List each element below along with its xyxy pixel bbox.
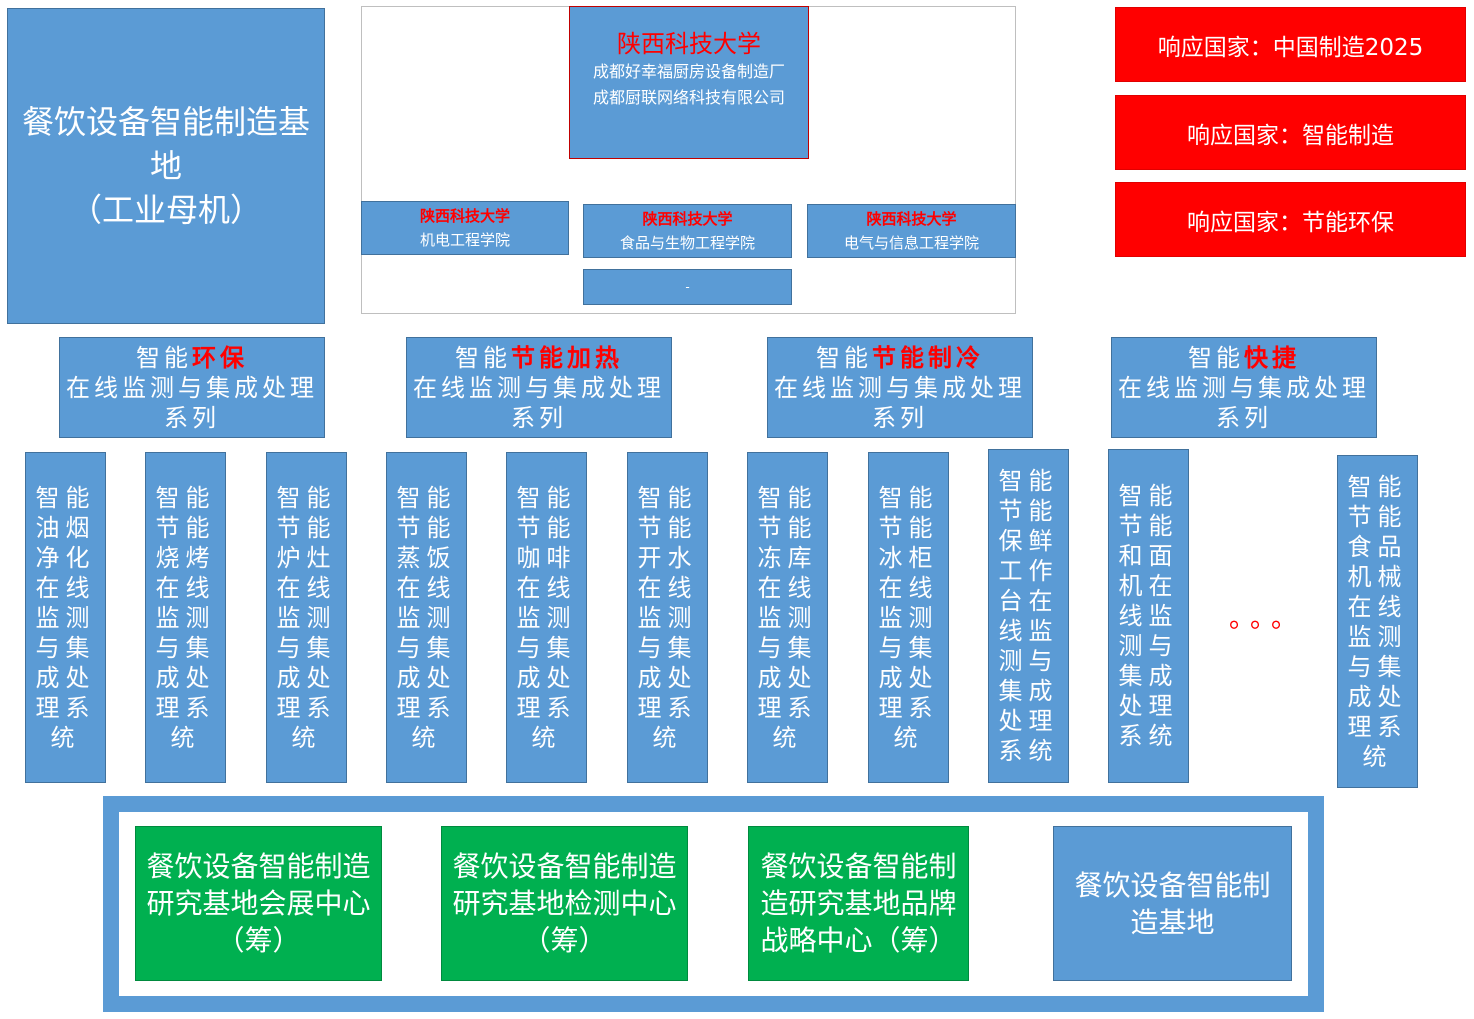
college-name: 电气与信息工程学院 bbox=[843, 234, 979, 252]
system-box: 智能节能开水在线监测与集成处理系统 bbox=[627, 452, 708, 783]
college-university-label: 陕西科技大学 bbox=[866, 210, 957, 228]
base-label: 餐饮设备智能制造研究基地会展中心（筹） bbox=[146, 850, 371, 957]
series-cooling: 智能节能制冷 在线监测与集成处理系列 bbox=[767, 337, 1033, 438]
system-label: 智能节能开水在线监测与集成处理系统 bbox=[637, 483, 698, 752]
ellipsis-more: 。。。 bbox=[1222, 596, 1312, 636]
partner-1: 成都好幸福厨房设备制造厂 bbox=[592, 62, 785, 81]
series-environmental: 智能环保 在线监测与集成处理系列 bbox=[59, 337, 325, 438]
partner-2: 成都厨联网络科技有限公司 bbox=[592, 88, 785, 107]
base-label: 餐饮设备智能制造研究基地品牌战略中心（筹） bbox=[760, 850, 957, 957]
college-mechanical: 陕西科技大学 机电工程学院 bbox=[361, 201, 569, 255]
series-prefix: 智能 bbox=[1188, 343, 1244, 372]
response-label: 响应国家：节能环保 bbox=[1187, 209, 1394, 236]
college-name: 食品与生物工程学院 bbox=[619, 234, 755, 252]
base-testing-center: 餐饮设备智能制造研究基地检测中心（筹） bbox=[441, 826, 688, 981]
series-highlight: 环保 bbox=[192, 343, 248, 372]
response-label: 响应国家：中国制造2025 bbox=[1157, 34, 1424, 61]
response-made-in-china-2025: 响应国家：中国制造2025 bbox=[1115, 7, 1466, 82]
system-label: 智能节能冻库在线监测与集成处理系统 bbox=[757, 483, 818, 752]
system-label: 智能节能咖啡在线监测与集成处理系统 bbox=[516, 483, 577, 752]
series-prefix: 智能 bbox=[816, 343, 872, 372]
college-university-label: 陕西科技大学 bbox=[642, 210, 733, 228]
series-highlight: 快捷 bbox=[1244, 343, 1300, 372]
university-name: 陕西科技大学 bbox=[617, 30, 761, 58]
system-box: 智能节能保鲜工作台在线监测与集成处理系统 bbox=[988, 449, 1069, 783]
college-extra-box: - bbox=[583, 269, 792, 305]
college-electrical: 陕西科技大学 电气与信息工程学院 bbox=[807, 204, 1016, 258]
system-box: 智能节能食品机械在线监测与集成处理系统 bbox=[1337, 455, 1418, 788]
system-label: 智能节能炉灶在线监测与集成处理系统 bbox=[276, 483, 337, 752]
system-box: 智能油烟净化在线监测与集成处理系统 bbox=[25, 452, 106, 783]
system-label: 智能油烟净化在线监测与集成处理系统 bbox=[35, 483, 96, 752]
series-rest: 在线监测与集成处理系列 bbox=[1118, 373, 1370, 432]
system-box: 智能节能冻库在线监测与集成处理系统 bbox=[747, 452, 828, 783]
system-box: 智能节能和面机在线监测与集成处理系统 bbox=[1108, 449, 1189, 783]
system-label: 智能节能和面机在线监测与集成处理系统 bbox=[1118, 482, 1179, 750]
college-name: 机电工程学院 bbox=[419, 231, 510, 249]
series-highlight: 节能制冷 bbox=[872, 343, 984, 372]
response-label: 响应国家：智能制造 bbox=[1187, 122, 1394, 149]
response-smart-manufacturing: 响应国家：智能制造 bbox=[1115, 95, 1466, 170]
main-title-line2: （工业母机） bbox=[69, 191, 262, 229]
base-exhibition-center: 餐饮设备智能制造研究基地会展中心（筹） bbox=[135, 826, 382, 981]
main-title-box: 餐饮设备智能制造基地 （工业母机） bbox=[7, 8, 325, 324]
system-box: 智能节能蒸饭在线监测与集成处理系统 bbox=[386, 452, 467, 783]
system-label: 智能节能烧烤在线监测与集成处理系统 bbox=[155, 483, 216, 752]
system-box: 智能节能炉灶在线监测与集成处理系统 bbox=[266, 452, 347, 783]
college-food-bio: 陕西科技大学 食品与生物工程学院 bbox=[583, 204, 792, 258]
base-brand-strategy-center: 餐饮设备智能制造研究基地品牌战略中心（筹） bbox=[748, 826, 969, 981]
base-label: 餐饮设备智能制造研究基地检测中心（筹） bbox=[452, 850, 677, 957]
system-box: 智能节能烧烤在线监测与集成处理系统 bbox=[145, 452, 226, 783]
system-label: 智能节能食品机械在线监测与集成处理系统 bbox=[1347, 472, 1408, 771]
system-label: 智能节能蒸饭在线监测与集成处理系统 bbox=[396, 483, 457, 752]
series-highlight: 节能加热 bbox=[511, 343, 623, 372]
system-label: 智能节能冰柜在线监测与集成处理系统 bbox=[878, 483, 939, 752]
series-rest: 在线监测与集成处理系列 bbox=[66, 373, 318, 432]
series-rest: 在线监测与集成处理系列 bbox=[413, 373, 665, 432]
series-prefix: 智能 bbox=[136, 343, 192, 372]
base-label: 餐饮设备智能制造基地 bbox=[1074, 868, 1271, 939]
series-rest: 在线监测与集成处理系列 bbox=[774, 373, 1026, 432]
main-title-line1: 餐饮设备智能制造基地 bbox=[21, 103, 310, 185]
university-main-box: 陕西科技大学 成都好幸福厨房设备制造厂 成都厨联网络科技有限公司 bbox=[569, 6, 809, 159]
ellipsis-label: 。。。 bbox=[1228, 603, 1305, 634]
system-box: 智能节能咖啡在线监测与集成处理系统 bbox=[506, 452, 587, 783]
system-label: 智能节能保鲜工作台在线监测与集成处理系统 bbox=[998, 467, 1059, 765]
base-manufacturing: 餐饮设备智能制造基地 bbox=[1053, 826, 1292, 981]
series-heating: 智能节能加热 在线监测与集成处理系列 bbox=[406, 337, 672, 438]
college-extra-label: - bbox=[685, 280, 690, 294]
system-box: 智能节能冰柜在线监测与集成处理系统 bbox=[868, 452, 949, 783]
college-university-label: 陕西科技大学 bbox=[419, 207, 510, 225]
series-prefix: 智能 bbox=[455, 343, 511, 372]
series-quick: 智能快捷 在线监测与集成处理系列 bbox=[1111, 337, 1377, 438]
response-energy-saving: 响应国家：节能环保 bbox=[1115, 182, 1466, 257]
